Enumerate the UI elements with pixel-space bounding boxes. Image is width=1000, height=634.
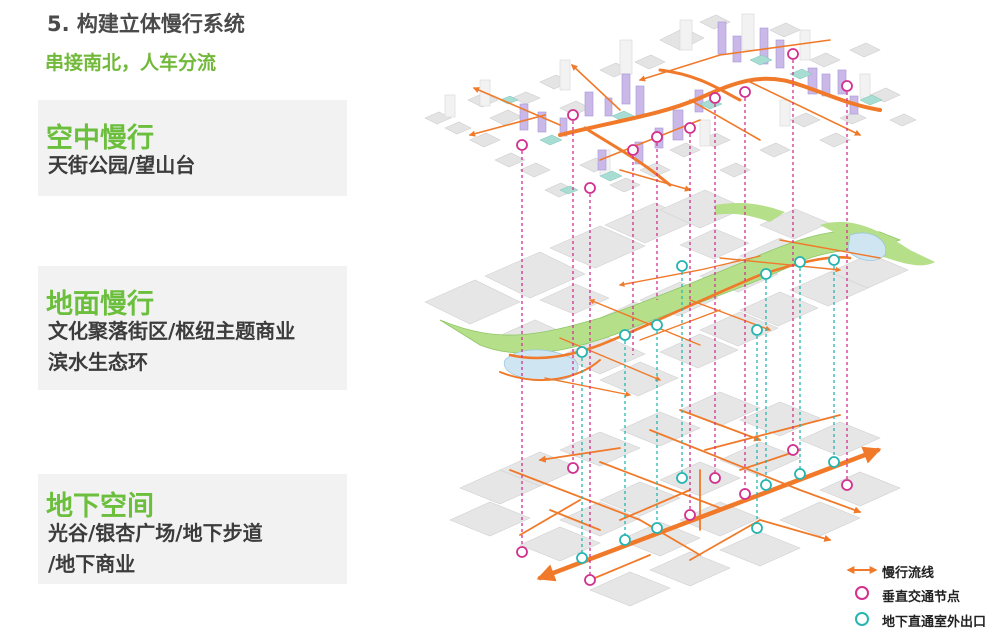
vertical-connectors bbox=[521, 54, 848, 580]
legend bbox=[846, 566, 878, 626]
upper-layer bbox=[424, 13, 917, 198]
panel-description: 光谷/银杏广场/地下步道 /地下商业 bbox=[48, 521, 263, 576]
panel-underground-space: 地下空间 光谷/银杏广场/地下步道 /地下商业 bbox=[38, 474, 347, 584]
panel-heading: 地面慢行 bbox=[46, 289, 154, 320]
legend-vertical-node-label: 垂直交通节点 bbox=[882, 590, 961, 605]
panel-heading: 空中慢行 bbox=[46, 123, 154, 154]
vertical-nodes bbox=[516, 48, 853, 586]
panel-description: 文化聚落街区/枢纽主题商业 滨水生态环 bbox=[48, 319, 296, 374]
exit-nodes bbox=[576, 254, 840, 564]
legend-flow-label: 慢行流线 bbox=[882, 566, 935, 581]
page-subtitle: 串接南北，人车分流 bbox=[45, 52, 217, 74]
ground-layer bbox=[424, 189, 935, 397]
page-title: 5. 构建立体慢行系统 bbox=[47, 12, 245, 36]
exit-node-icon bbox=[855, 612, 869, 626]
legend-exit-label: 地下直通室外出口 bbox=[882, 615, 987, 630]
vertical-node-icon bbox=[855, 586, 869, 600]
panel-ground-walk: 地面慢行 文化聚落街区/枢纽主题商业 滨水生态环 bbox=[38, 266, 347, 390]
panel-sky-walk: 空中慢行 天街公园/望山台 bbox=[38, 100, 347, 196]
underground-layer bbox=[449, 391, 901, 607]
panel-description: 天街公园/望山台 bbox=[48, 153, 196, 177]
panel-heading: 地下空间 bbox=[46, 491, 154, 522]
